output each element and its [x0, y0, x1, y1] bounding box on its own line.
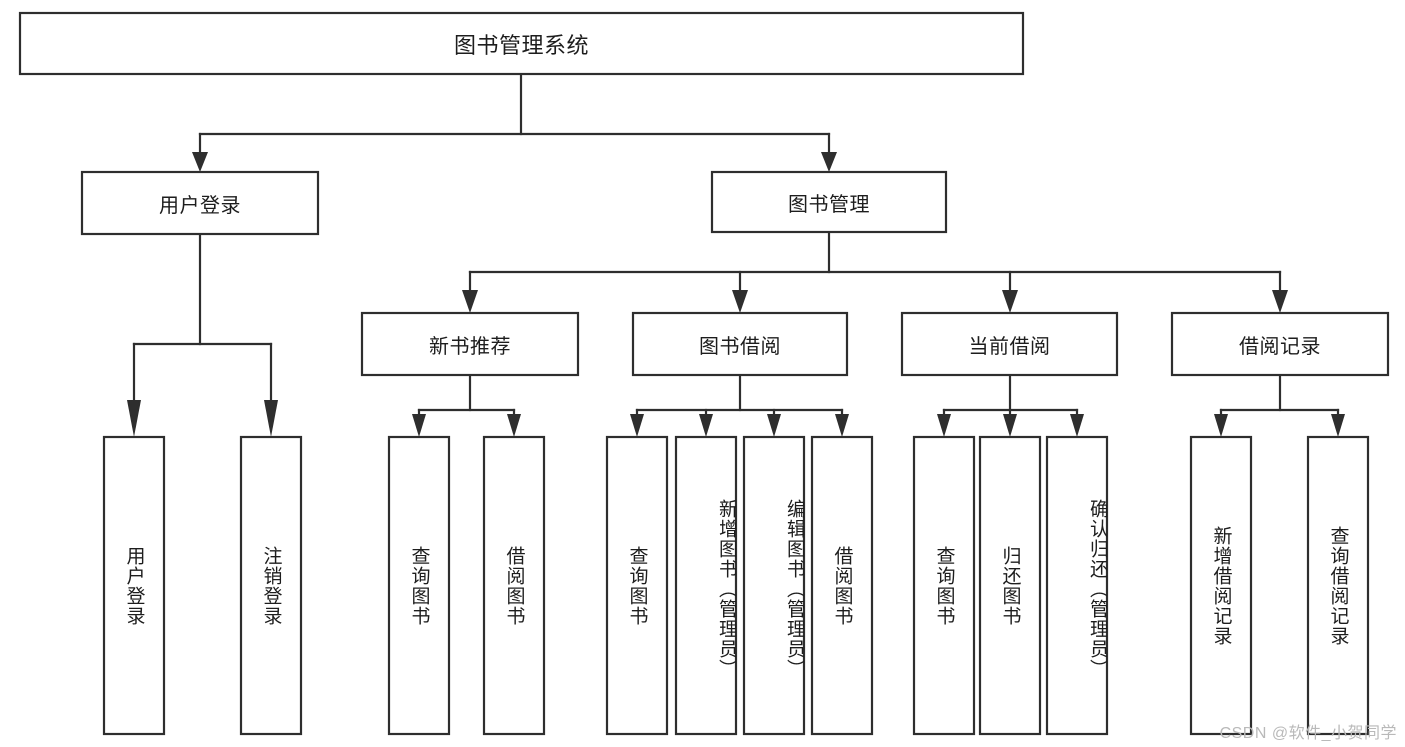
node-box-leaf-11[interactable]	[1045, 435, 1109, 736]
arrowhead-leaf-8	[835, 414, 849, 437]
node-box-leaf-13[interactable]	[1306, 435, 1370, 736]
arrowhead-leaf-5	[630, 414, 644, 437]
arrowhead-leaf-7	[767, 414, 781, 437]
arrowhead-leaf-12	[1214, 414, 1228, 437]
arrowhead-leaf-2	[264, 400, 278, 437]
arrowhead-borrow-record	[1272, 290, 1288, 313]
arrowhead-user-login	[192, 152, 208, 172]
arrowhead-current-borrow	[1002, 290, 1018, 313]
arrowhead-leaf-9	[937, 414, 951, 437]
node-box-leaf-8[interactable]	[810, 435, 874, 736]
arrowhead-new-book-rec	[462, 290, 478, 313]
node-box-borrow-record[interactable]	[1170, 311, 1390, 377]
arrowhead-leaf-11	[1070, 414, 1084, 437]
node-box-leaf-6[interactable]	[674, 435, 738, 736]
node-box-leaf-4[interactable]	[482, 435, 546, 736]
arrowhead-book-mgmt	[821, 152, 837, 172]
node-box-leaf-9[interactable]	[912, 435, 976, 736]
csdn-watermark: CSDN @软件_小贺同学	[1219, 725, 1397, 742]
arrowhead-leaf-13	[1331, 414, 1345, 437]
node-box-leaf-10[interactable]	[978, 435, 1042, 736]
node-box-leaf-3[interactable]	[387, 435, 451, 736]
connector-layer	[127, 72, 1345, 437]
node-box-layer	[18, 11, 1390, 736]
node-box-current-borrow[interactable]	[900, 311, 1119, 377]
arrowhead-leaf-4	[507, 414, 521, 437]
arrowhead-leaf-1	[127, 400, 141, 437]
node-box-book-mgmt[interactable]	[710, 170, 948, 234]
arrowhead-leaf-3	[412, 414, 426, 437]
node-box-leaf-2[interactable]	[239, 435, 303, 736]
node-box-leaf-5[interactable]	[605, 435, 669, 736]
arrowhead-book-borrow	[732, 290, 748, 313]
arrowhead-leaf-10	[1003, 414, 1017, 437]
node-box-root[interactable]	[18, 11, 1025, 76]
node-box-leaf-7[interactable]	[742, 435, 806, 736]
node-box-leaf-12[interactable]	[1189, 435, 1253, 736]
node-box-leaf-1[interactable]	[102, 435, 166, 736]
node-box-book-borrow[interactable]	[631, 311, 849, 377]
arrowhead-leaf-6	[699, 414, 713, 437]
node-box-new-book-rec[interactable]	[360, 311, 580, 377]
node-box-user-login[interactable]	[80, 170, 320, 236]
